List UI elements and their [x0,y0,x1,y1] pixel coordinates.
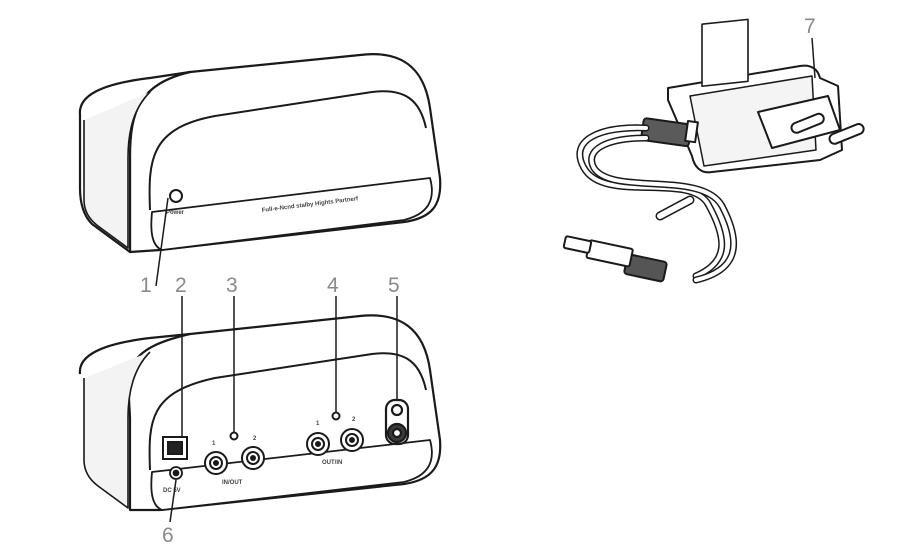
port-group-3 [204,431,265,475]
callout-4: 4 [327,274,339,297]
adapter-cable [576,124,738,284]
port4-label: OUT/IN [322,460,342,466]
power-button-label: Power [166,210,185,216]
dc-input-jack [169,466,183,480]
port3-label: IN/OUT [222,480,243,486]
dc-plug [562,235,668,283]
port-5-connector [384,398,410,446]
callout-7: 7 [804,15,816,38]
callout-6: 6 [162,524,174,547]
power-switch [162,436,188,460]
power-adapter [640,18,865,174]
port4-mark-a: 1 [316,421,320,427]
port-group-4 [306,411,364,456]
port3-mark-b: 2 [253,436,257,442]
leader-7 [811,37,816,79]
leader-lines [155,37,816,523]
callout-3: 3 [226,274,238,297]
leader-6 [169,479,177,523]
callout-2: 2 [175,274,187,297]
power-button-icon [169,189,183,203]
port3-mark-a: 1 [212,441,216,447]
leader-1 [155,197,169,287]
dc-input-label: DC 5V [163,488,181,494]
callout-1: 1 [140,274,152,297]
callout-5: 5 [388,274,400,297]
port4-mark-b: 2 [352,417,356,423]
device-front-unit [78,53,442,254]
